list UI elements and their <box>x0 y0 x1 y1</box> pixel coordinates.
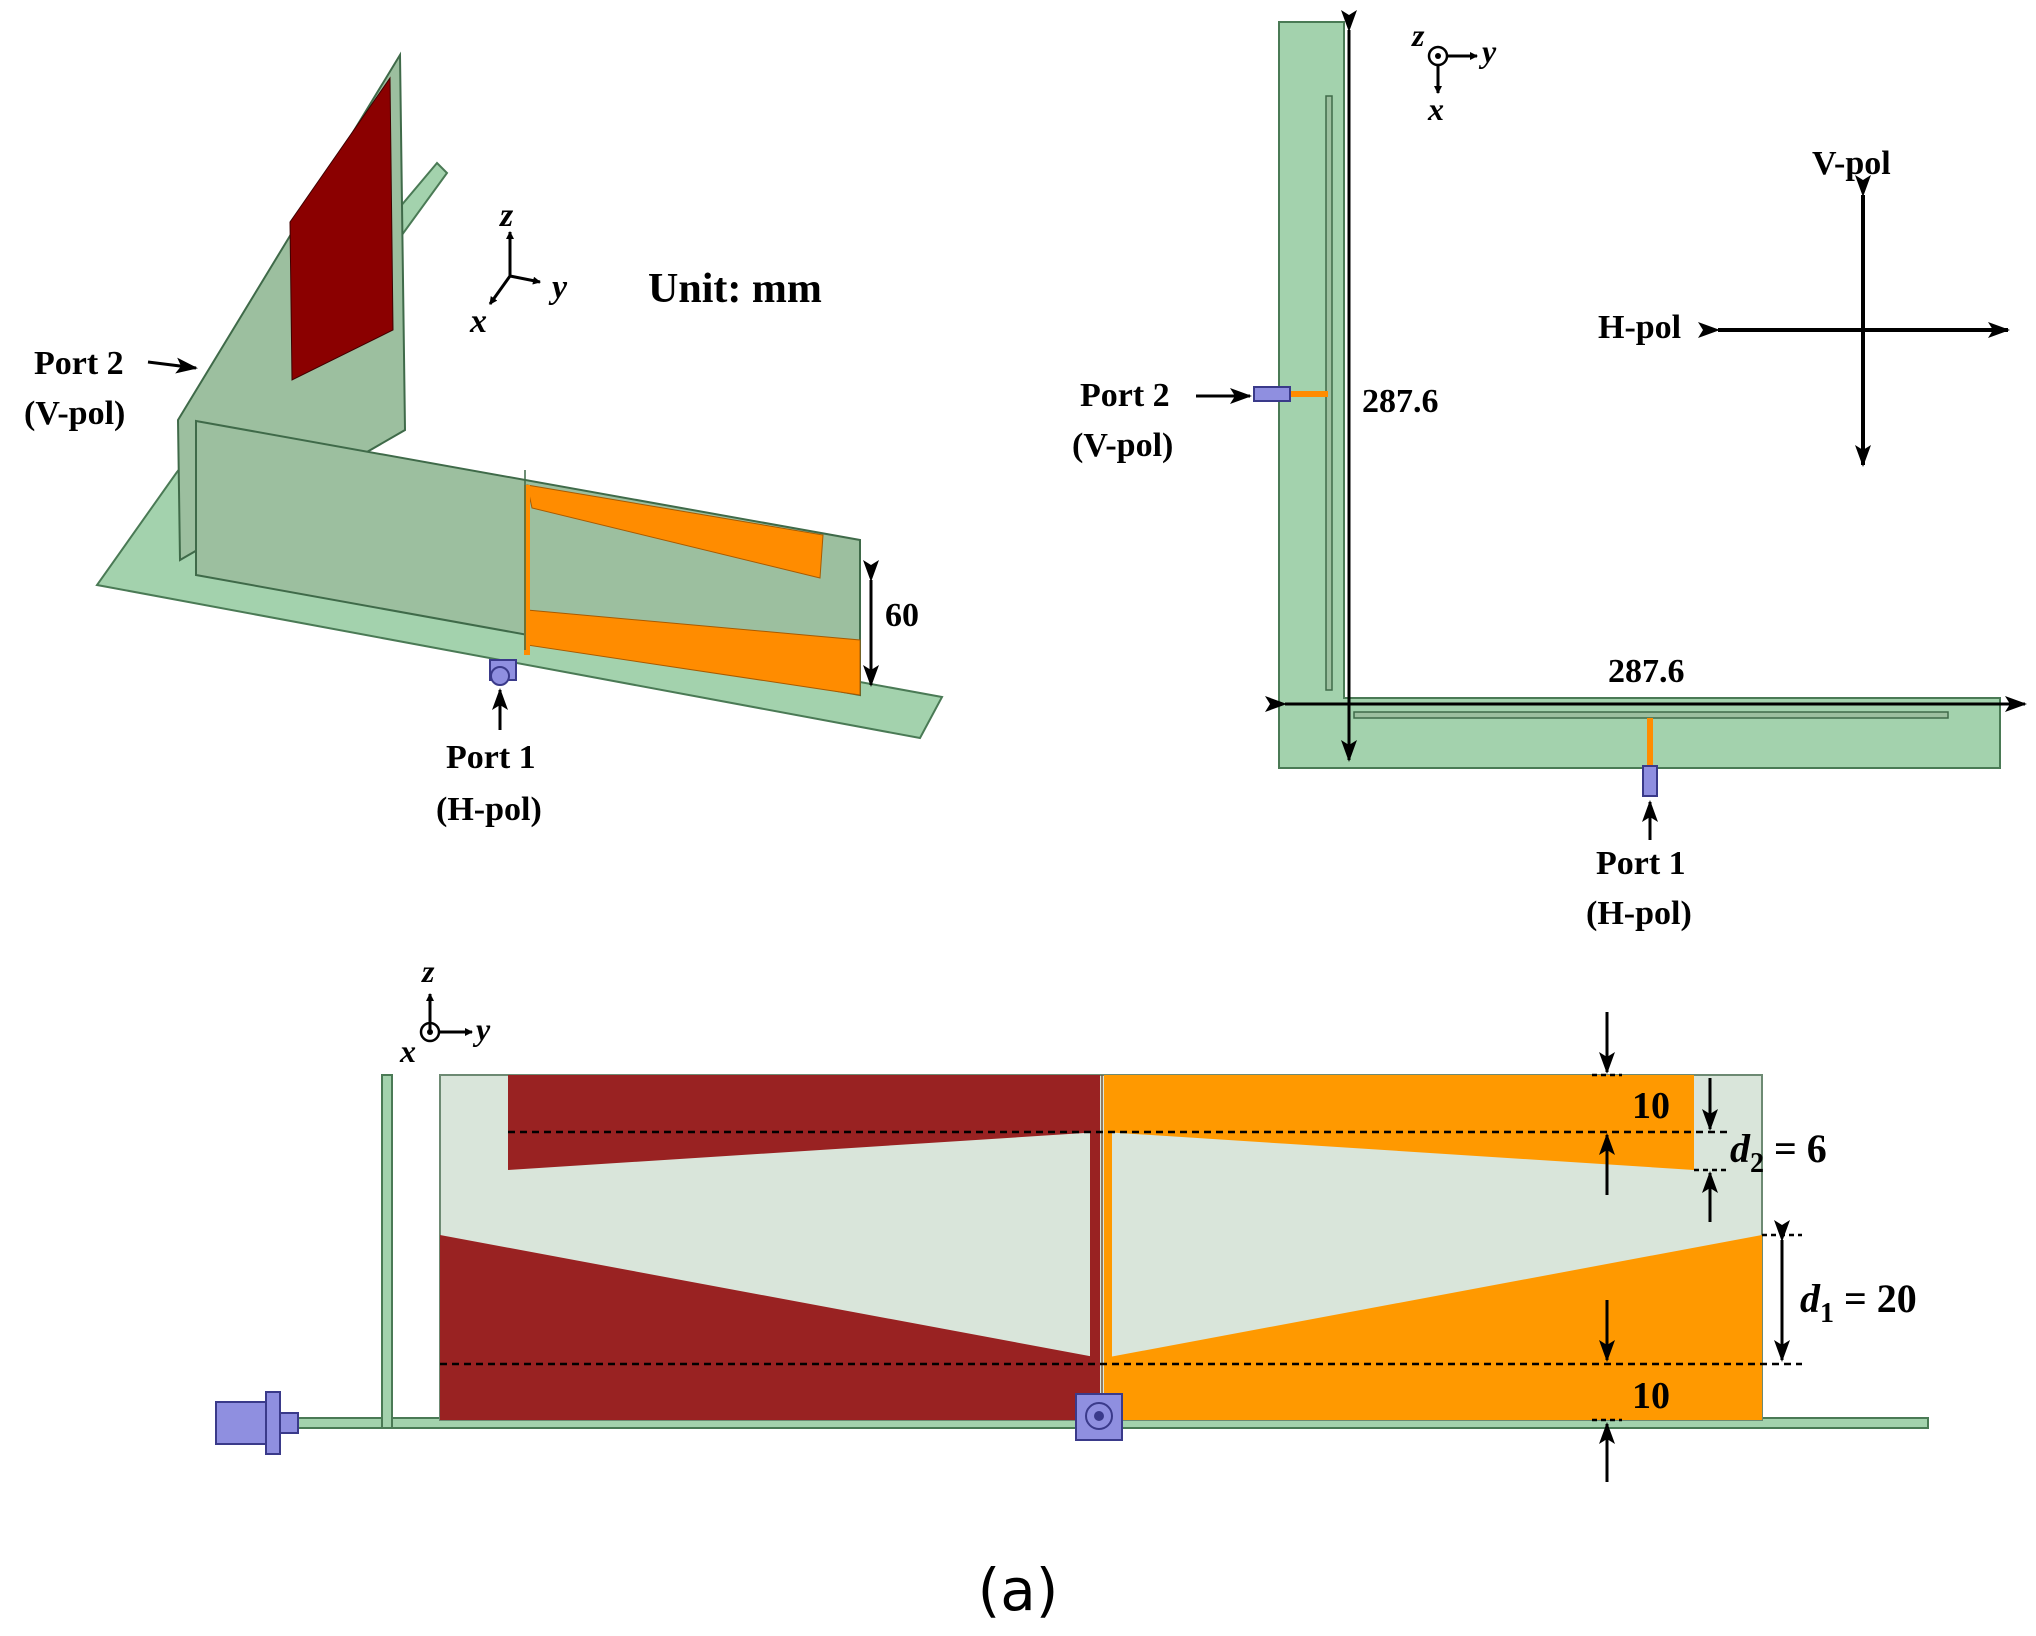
side-d1-symbol: d <box>1800 1276 1821 1321</box>
top-port1-connector <box>1642 765 1658 797</box>
side-axis-z: z <box>421 953 435 989</box>
iso-port1-pol: (H-pol) <box>436 791 542 828</box>
side-d2-sub: 2 <box>1750 1148 1764 1179</box>
side-port2-connector <box>215 1391 299 1455</box>
iso-port2-label: Port 2 <box>34 345 124 382</box>
iso-height-label: 60 <box>885 597 919 634</box>
top-port2-label: Port 2 <box>1080 377 1170 414</box>
iso-port2-arrow <box>147 357 198 374</box>
top-axis-z: z <box>1411 17 1425 53</box>
unit-label: Unit: mm <box>648 266 822 312</box>
side-bottom-10-label: 10 <box>1632 1375 1670 1417</box>
side-d1-sub: 1 <box>1820 1298 1834 1329</box>
iso-port2-pol: (V-pol) <box>24 395 125 432</box>
side-front-feed <box>1104 1075 1112 1358</box>
top-port2-connector <box>1253 386 1291 402</box>
iso-v-board-patch <box>289 76 394 381</box>
side-axis-triad: z y x <box>399 953 491 1069</box>
iso-port1-label: Port 1 <box>446 739 536 776</box>
top-axis-y: y <box>1478 33 1497 69</box>
side-back-feed <box>1090 1075 1100 1358</box>
iso-axis-y: y <box>548 269 568 306</box>
v-pol-label: V-pol <box>1812 145 1891 182</box>
side-back-top-patch <box>508 1075 1100 1170</box>
iso-port1-connector-tip <box>490 666 510 686</box>
side-v-board <box>381 1074 393 1429</box>
top-h-board <box>1353 711 1949 719</box>
top-port1-pol: (H-pol) <box>1586 895 1692 932</box>
side-d2-label: d2 = 6 <box>1730 1126 1827 1179</box>
top-axis-triad: z y x <box>1411 17 1497 127</box>
side-view: 10 d2 = 6 d1 = 20 10 z y x <box>215 953 1929 1482</box>
top-port1-label: Port 1 <box>1596 845 1686 882</box>
side-d1-value: = 20 <box>1834 1276 1917 1321</box>
side-axis-y: y <box>472 1011 491 1047</box>
iso-view: 60 z y x Unit: mm Port 2 (V-pol) Port 1 … <box>24 51 944 828</box>
side-d2-symbol: d <box>1730 1126 1751 1171</box>
top-length-v-label: 287.6 <box>1362 383 1439 420</box>
side-front-top-patch <box>1104 1075 1694 1170</box>
iso-h-board-top-patch <box>526 484 824 579</box>
top-length-h-label: 287.6 <box>1608 653 1685 690</box>
side-back-bottom-patch <box>440 1235 1100 1420</box>
iso-axis-z: z <box>499 197 514 234</box>
side-port1-connector <box>1075 1393 1123 1441</box>
side-top-10-label: 10 <box>1632 1085 1670 1127</box>
side-d1-label: d1 = 20 <box>1800 1276 1917 1329</box>
side-axis-x: x <box>399 1033 416 1069</box>
side-front-bottom-patch <box>1104 1235 1762 1420</box>
side-d2-value: = 6 <box>1764 1126 1827 1171</box>
h-pol-label: H-pol <box>1598 309 1681 346</box>
iso-axis-x: x <box>469 303 487 340</box>
top-view: 287.6 287.6 z y x V-pol H-pol Port 2 (V-… <box>1072 10 2027 932</box>
iso-axis-triad: z y x <box>469 197 568 340</box>
top-port2-pol: (V-pol) <box>1072 427 1173 464</box>
top-axis-x: x <box>1427 91 1444 127</box>
figure-caption: (a) <box>978 1556 1059 1624</box>
